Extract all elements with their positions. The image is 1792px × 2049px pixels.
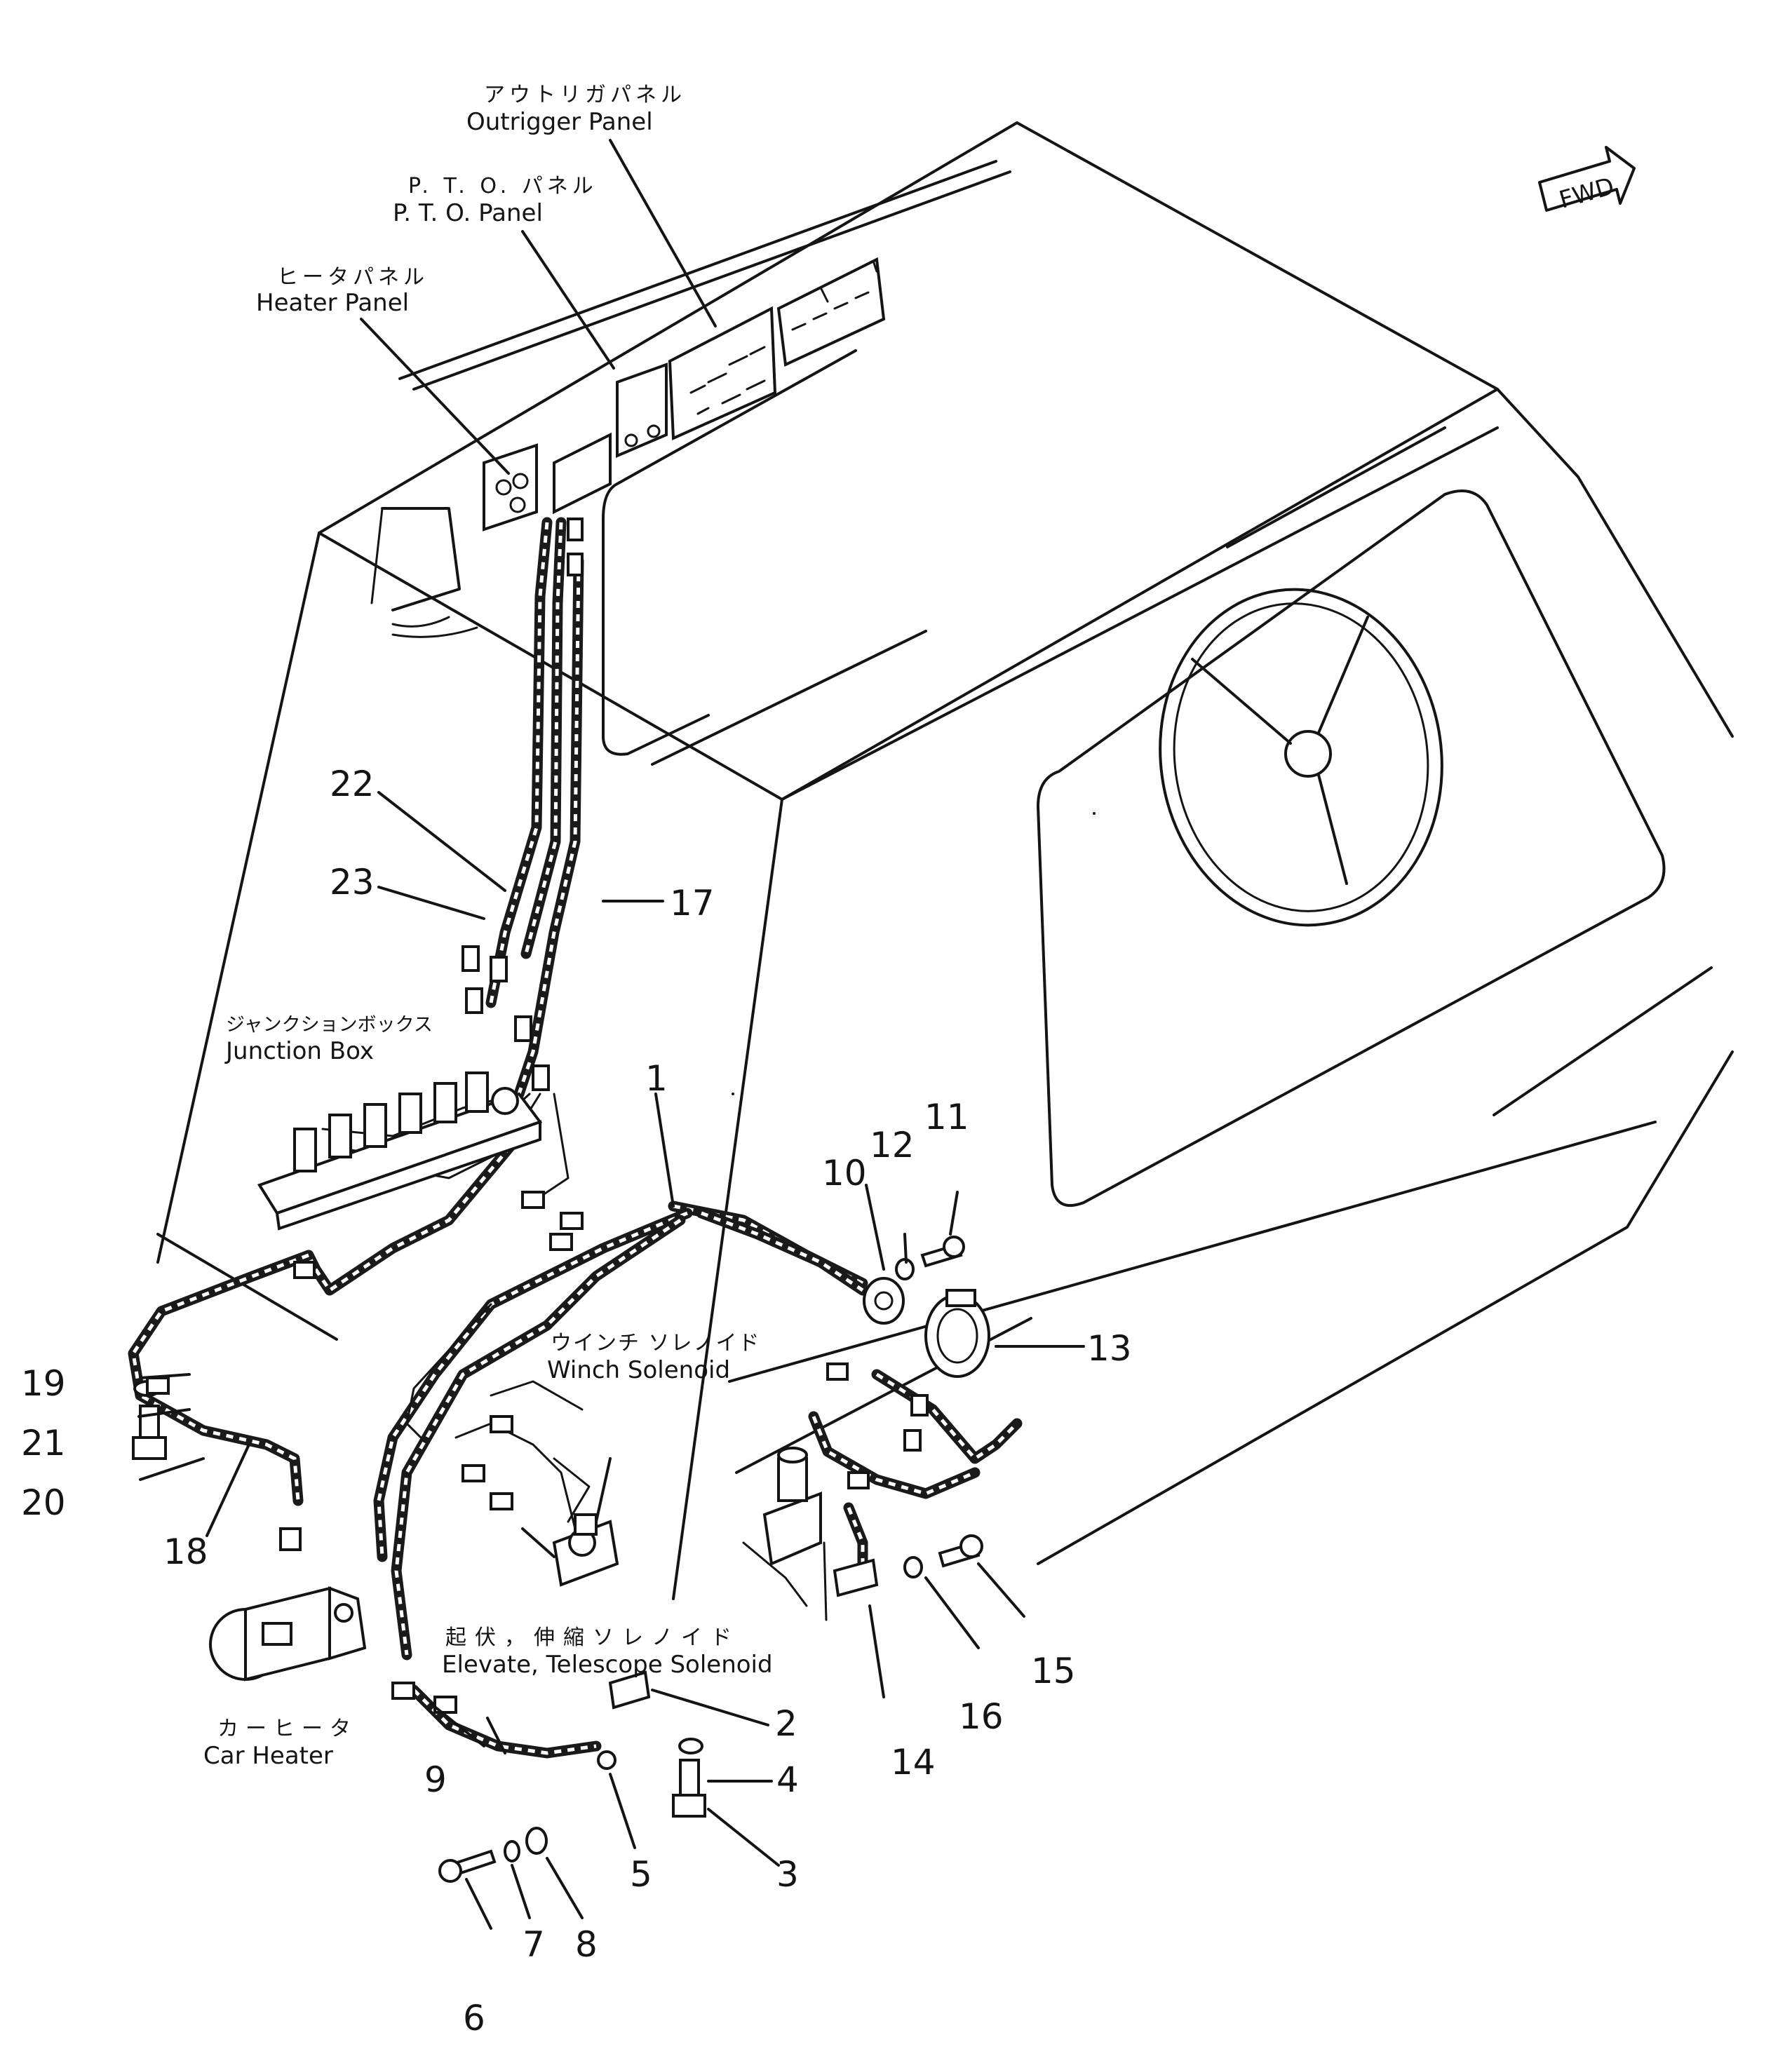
part-2-bracket: [608, 1670, 651, 1710]
callout-14: 14: [891, 1742, 936, 1783]
pto-panel-jp-label: P. T. O. パネル: [408, 174, 598, 198]
callout-10: 10: [822, 1153, 867, 1193]
callout-17: 17: [670, 883, 715, 924]
junction-box-jp-label: ジャンクションボックス: [226, 1014, 433, 1036]
steering-wheel: [1159, 588, 1443, 927]
outrigger-panel-en-label: Outrigger Panel: [466, 108, 653, 136]
winch-solenoid-en-label: Winch Solenoid: [547, 1356, 730, 1384]
car-heater: [209, 1586, 367, 1682]
callout-numbers: 1 2 3 4 5 6 7 8 9 10 11 12 13 14 15 16 1…: [21, 764, 1132, 2038]
part-13-horn: [924, 1289, 990, 1378]
pto-panel: [616, 363, 668, 459]
callout-16: 16: [959, 1696, 1004, 1737]
outrigger-panel: [668, 306, 777, 441]
elevate-solenoid-jp-label: 起伏，伸縮ソレノイド: [445, 1625, 740, 1650]
connectors: [279, 518, 929, 1714]
winch-solenoid: [552, 1513, 619, 1587]
part-10-switch: [863, 1277, 905, 1325]
fwd-label: FWD: [1556, 172, 1617, 214]
callout-5: 5: [630, 1854, 652, 1895]
callout-19: 19: [21, 1363, 66, 1404]
callout-12: 12: [870, 1125, 915, 1165]
callout-1: 1: [645, 1058, 668, 1099]
outrigger-panel-jp-label: アウトリガパネル: [484, 83, 686, 107]
callout-3: 3: [776, 1854, 799, 1895]
callout-7: 7: [523, 1924, 545, 1965]
winch-solenoid-jp-label: ウインチ ソレノイド: [551, 1331, 761, 1355]
callout-8: 8: [575, 1924, 598, 1965]
callout-2: 2: [775, 1703, 797, 1744]
callout-23: 23: [330, 862, 375, 902]
heater-panel-jp-label: ヒータパネル: [277, 265, 429, 290]
heater-panel-en-label: Heater Panel: [256, 289, 409, 317]
callout-4: 4: [776, 1759, 799, 1800]
callout-9: 9: [424, 1759, 447, 1800]
elevate-telescope-solenoid: [762, 1447, 822, 1566]
callout-22: 22: [330, 764, 375, 804]
callout-21: 21: [21, 1423, 66, 1463]
callout-11: 11: [924, 1097, 969, 1137]
junction-box-en-label: Junction Box: [224, 1037, 374, 1065]
panel-row: [483, 257, 886, 532]
elevate-solenoid-en-label: Elevate, Telescope Solenoid: [442, 1651, 773, 1679]
text-labels: アウトリガパネル Outrigger Panel P. T. O. パネル P.…: [203, 83, 773, 1770]
callout-6: 6: [463, 1998, 485, 2038]
car-heater-en-label: Car Heater: [203, 1742, 333, 1770]
car-heater-jp-label: カーヒータ: [217, 1717, 358, 1741]
callout-15: 15: [1031, 1651, 1076, 1691]
cab-outline: [156, 121, 1734, 1600]
callout-18: 18: [163, 1531, 208, 1572]
callout-20: 20: [21, 1482, 66, 1523]
fwd-arrow-icon: FWD: [1538, 146, 1636, 215]
leader-lines: [137, 139, 1096, 1930]
pto-panel-en-label: P. T. O. Panel: [393, 199, 543, 227]
callout-13: 13: [1087, 1328, 1132, 1369]
junction-box: [257, 1071, 543, 1231]
hardware: [132, 1236, 983, 1883]
part-14-bracket: [823, 1541, 879, 1621]
